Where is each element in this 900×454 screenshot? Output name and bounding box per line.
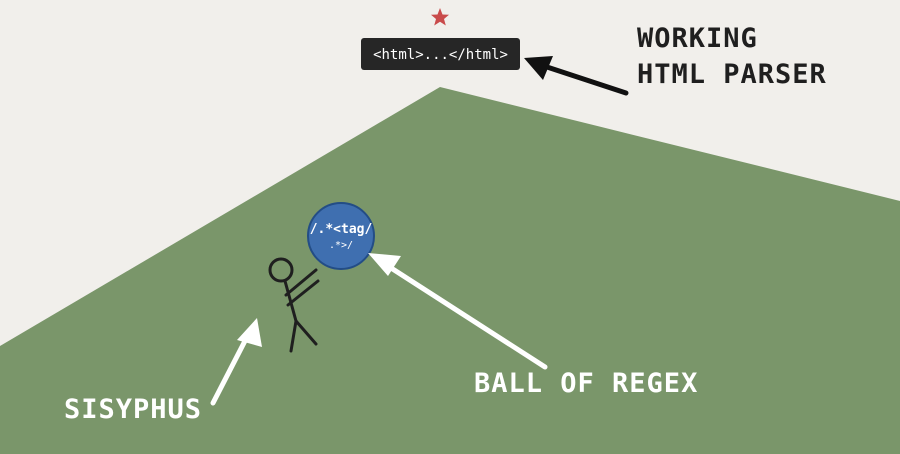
ball-of-regex: /.*<tag/ .*>/ (307, 202, 375, 270)
stick-figure-icon (268, 257, 320, 353)
parser-callout-line-2: HTML PARSER (637, 59, 827, 90)
star-icon (431, 8, 449, 26)
sisyphus-arrow (210, 318, 262, 406)
parser-arrow (524, 56, 629, 96)
ball-regex-line-2: .*>/ (329, 240, 353, 251)
ball-regex-line-1: /.*<tag/ (310, 222, 373, 237)
ball-callout: BALL OF REGEX (474, 368, 698, 399)
summit-code-label: <html>...</html> (373, 47, 508, 63)
ball-arrow (368, 253, 548, 370)
hill (0, 87, 900, 454)
sisyphus-callout: SISYPHUS (64, 394, 202, 425)
parser-callout-line-1: WORKING (637, 23, 758, 54)
summit-code-box: <html>...</html> (361, 38, 520, 70)
